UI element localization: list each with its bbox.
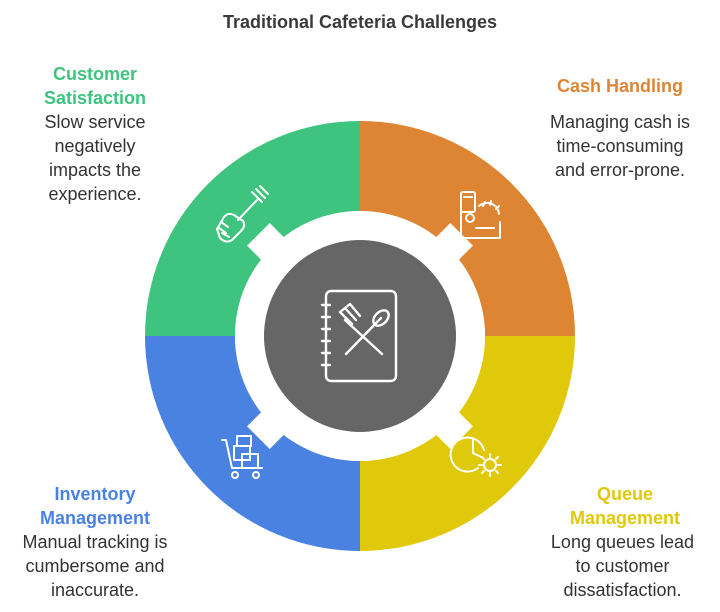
cash-handling-heading: Cash Handling (556, 76, 683, 96)
customer-satisfaction-description: Slow service negatively impacts the expe… (44, 112, 146, 204)
customer-satisfaction-heading: Customer Satisfaction (43, 64, 147, 108)
clock-gear-icon (449, 436, 502, 477)
menu-book-utensils-icon (320, 289, 398, 383)
segment-customer-satisfaction (145, 121, 360, 336)
segment-inventory-management (145, 336, 360, 551)
cart-boxes-icon (221, 435, 263, 479)
cash-handling-description: Managing cash is time-consuming and erro… (549, 112, 691, 180)
page-title: Traditional Cafeteria Challenges (222, 12, 498, 32)
queue-management-description: Long queues lead to customer dissatisfac… (550, 532, 695, 600)
segment-queue-management (360, 336, 575, 551)
cash-register-icon (460, 191, 501, 239)
inventory-management-heading: Inventory Management (39, 484, 151, 528)
queue-management-heading: Queue Management (569, 484, 681, 528)
inventory-management-description: Manual tracking is cumbersome and inaccu… (22, 532, 168, 600)
segment-cash-handling (360, 121, 575, 336)
center-circle (264, 240, 456, 432)
hand-fork-icon (216, 185, 269, 243)
